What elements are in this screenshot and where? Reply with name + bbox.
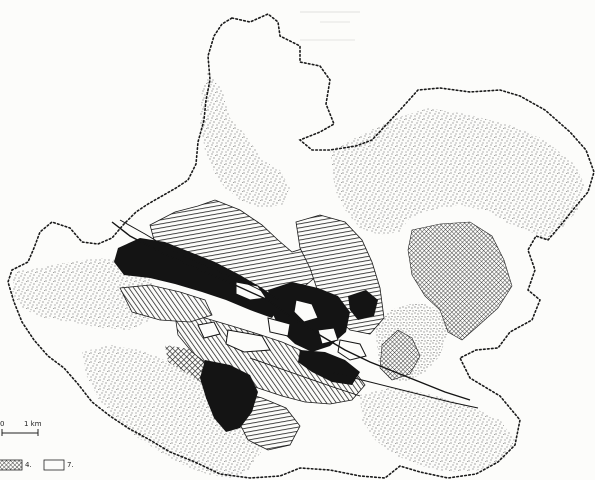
scale-bar <box>1 429 39 436</box>
hatched-zone-west-band <box>119 284 213 323</box>
stippled-zone-south <box>82 345 262 478</box>
cross-hatched-zone-east <box>407 221 513 341</box>
stippled-zone-north-hills <box>200 72 290 208</box>
scale-bar-end-label: 1 km <box>24 420 42 428</box>
scale-bar-start-label: 0 <box>0 420 5 428</box>
core-south-east <box>298 350 360 385</box>
core-south-block <box>200 360 258 432</box>
municipal-boundary <box>7 13 595 479</box>
core-small-east <box>348 290 378 320</box>
white-patch-7 <box>337 339 367 361</box>
cross-hatched-zone-riverside <box>379 329 421 381</box>
white-patch-5 <box>197 321 221 339</box>
white-zone <box>197 281 367 361</box>
road-line-south <box>249 357 361 397</box>
legend-item-4-label: 4. <box>25 461 32 469</box>
white-patch-2 <box>293 299 319 323</box>
legend-swatch-empty <box>43 459 65 471</box>
white-patch-4 <box>225 329 271 353</box>
river-line <box>111 221 471 401</box>
stippled-zone <box>12 72 585 478</box>
stippled-zone-southeast <box>360 388 515 472</box>
legend-item-7-label: 7. <box>67 461 74 469</box>
stippled-zone-west <box>12 258 160 330</box>
legend <box>0 459 65 471</box>
legend-swatch-crosshatch <box>0 459 23 471</box>
white-patch-3 <box>317 327 339 345</box>
rail-line <box>119 219 479 409</box>
core-west-wedge <box>114 238 282 318</box>
stippled-zone-northeast <box>330 108 585 240</box>
white-patch-6 <box>267 317 291 337</box>
river-and-rail-lines <box>111 219 479 409</box>
scan-artefacts <box>300 11 360 41</box>
